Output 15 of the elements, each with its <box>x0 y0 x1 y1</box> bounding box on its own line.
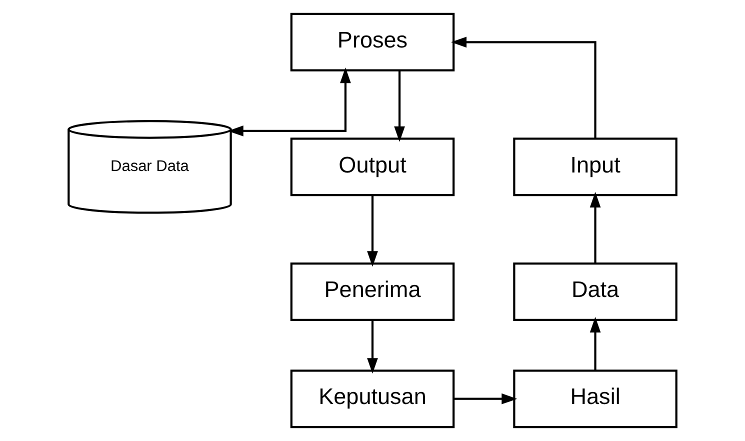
arrow <box>228 68 351 136</box>
arrow <box>394 70 405 142</box>
node-box: Proses <box>290 12 455 72</box>
node-box: Output <box>290 138 455 196</box>
arrow <box>451 36 596 139</box>
arrow <box>367 320 378 374</box>
node-box: Keputusan <box>290 370 455 428</box>
arrow <box>367 195 378 267</box>
node-box: Input <box>513 138 678 196</box>
node-box: Hasil <box>513 370 678 428</box>
node-box: Penerima <box>290 262 455 321</box>
arrow <box>590 192 601 264</box>
arrow <box>454 393 518 404</box>
node-box: Data <box>513 262 678 321</box>
arrow <box>590 316 601 370</box>
